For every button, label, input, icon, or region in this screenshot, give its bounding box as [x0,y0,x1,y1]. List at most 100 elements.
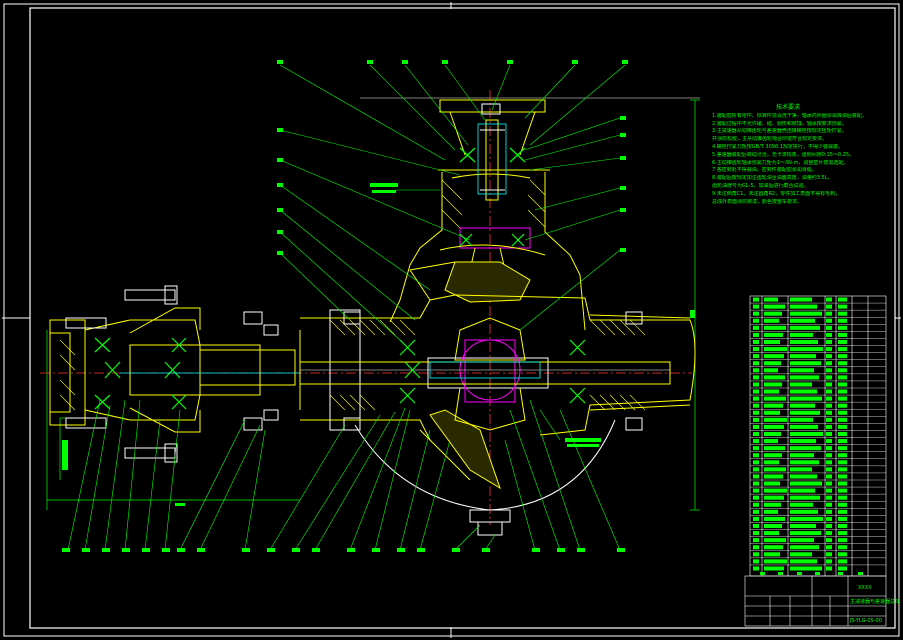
parts-list-entries [753,297,847,571]
parts-list-cell-mark [838,297,847,302]
parts-list-cell-mark [753,516,759,521]
parts-list-cell-mark [753,389,759,394]
drawing-name: 主减速器与差速器总成 [850,599,901,605]
parts-list-cell-mark [753,495,759,500]
requirement-line: 7.各密封处不得漏油，密封件装配前涂润滑脂。 [712,167,817,174]
parts-list-cell-mark [753,318,759,323]
parts-list-cell-mark [753,417,759,422]
parts-list-cell-mark [826,559,832,564]
parts-list-cell-mark [838,552,847,557]
parts-list-cell-mark [838,453,847,458]
parts-list-cell-mark [790,453,814,458]
parts-list-cell-mark [764,566,784,571]
parts-list-cell-mark [753,325,759,330]
parts-list-cell-mark [790,552,812,557]
requirement-line: 1.装配前所有零件、标准件须清洗干净，轴承内外圈涂润滑油后装配。 [712,112,867,119]
parts-list-cell-mark [838,545,847,550]
parts-list-cell-mark [838,361,847,366]
parts-list-cell-mark [790,347,823,352]
parts-list-cell-mark [838,403,847,408]
parts-list-cell-mark [753,396,759,401]
parts-list-cell-mark [764,488,787,493]
parts-list-cell-mark [838,439,847,444]
parts-list-cell-mark [790,467,812,472]
parts-list-cell-mark [838,467,847,472]
parts-list-cell-mark [764,509,778,514]
parts-list-cell-mark [753,382,759,387]
parts-list-cell-mark [764,460,779,465]
title-block-marks [760,572,863,575]
parts-list-cell-mark [764,481,780,486]
parts-list-cell-mark [838,325,847,330]
parts-list-cell-mark [838,389,847,394]
parts-list-cell-mark [764,325,786,330]
parts-list-cell-mark [790,566,822,571]
parts-list-cell-mark [826,545,832,550]
parts-list-cell-mark [790,396,822,401]
parts-list-cell-mark [790,523,816,529]
parts-list-cell-mark [790,495,820,500]
requirement-line: 并涂防松胶，主从动锥齿轮啮合印迹符合规定要求。 [712,136,828,143]
parts-list-cell-mark [838,332,847,337]
parts-list-cell-mark [753,502,759,507]
title-block [744,575,887,627]
parts-list-cell-mark [826,439,832,444]
parts-list-cell-mark [826,347,832,352]
parts-list-cell-mark [838,396,847,401]
parts-list-cell-mark [764,552,780,557]
parts-list-cell-mark [753,488,759,493]
parts-list-cell-mark [753,375,759,380]
parts-list-cell-mark [826,375,832,380]
parts-list-rows [750,302,886,566]
parts-list-cell-mark [764,311,782,316]
parts-list-cell-mark [826,453,832,458]
parts-list-cell-mark [838,523,847,529]
requirement-line: 齿轮油牌号为GL-5，加油后进行磨合试验。 [712,182,809,189]
parts-list-cell-mark [753,453,759,458]
parts-list-cell-mark [753,354,759,359]
parts-list-cell-mark [753,545,759,550]
parts-list-cell-mark [826,382,832,387]
parts-list-cell-mark [790,375,819,380]
parts-list-cell-mark [838,311,847,316]
parts-list-cell-mark [790,559,817,564]
parts-list-cell-mark [826,538,832,543]
parts-list-cell-mark [753,347,759,352]
parts-list-cell-mark [838,304,847,309]
parts-list-cell-mark [826,467,832,472]
parts-list-cell-mark [826,516,832,521]
parts-list-cell-mark [790,403,815,408]
parts-list-cell-mark [826,332,832,337]
parts-list-cell-mark [826,446,832,451]
parts-list-cell-mark [764,382,782,387]
parts-list-cell-mark [790,531,821,536]
parts-list-cell-mark [753,552,759,557]
parts-list-cell-mark [790,368,814,373]
parts-list-cell-mark [838,368,847,373]
parts-list-cell-mark [753,361,759,366]
parts-list-cell-mark [790,516,823,521]
assembly-geometry [49,99,696,536]
parts-list-cell-mark [826,523,832,529]
parts-list-cell-mark [838,538,847,543]
parts-list-cell-mark [790,417,813,422]
parts-list-cell-mark [826,566,832,571]
parts-list-cell-mark [790,460,819,465]
parts-list-cell-mark [753,481,759,486]
requirement-line: 4.螺栓拧紧力矩按GB/T 3098.1规定执行，不得少装漏装。 [712,143,843,150]
requirement-line: 总成外表面涂防锈漆，颜色按整车要求。 [712,198,803,205]
parts-list-cell-mark [826,361,832,366]
parts-list-cell-mark [790,382,812,387]
parts-list-cell-mark [764,396,786,401]
parts-list-cell-mark [790,446,821,451]
parts-list-cell-mark [826,460,832,465]
requirement-line: 6.主动锥齿轮轴承预紧力矩为1～3N·m，调整垫片按需选配。 [712,159,849,166]
parts-list-cell-mark [753,431,759,437]
parts-list-cell-mark [753,467,759,472]
parts-list-cell-mark [764,502,781,507]
callout-tags [62,60,695,552]
parts-list-cell-mark [764,304,785,309]
parts-list-cell-mark [838,431,847,437]
parts-list-cell-mark [753,446,759,451]
parts-list-cell-mark [826,552,832,557]
